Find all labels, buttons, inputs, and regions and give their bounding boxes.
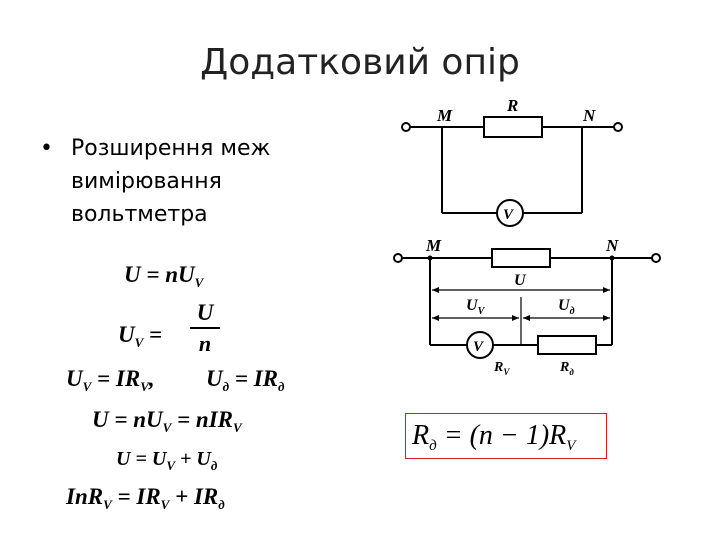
label-r-1: R	[506, 96, 518, 115]
terminal-right-2	[651, 253, 661, 263]
slide-title: Додатковий опір	[200, 42, 520, 83]
resistor-r	[483, 116, 543, 138]
formula-total-voltage: U = nUV	[124, 262, 204, 290]
formula-meter-voltage: UV =	[118, 322, 163, 350]
bullet-line-3: вольтметра	[71, 202, 208, 227]
formula-total-expanded: U = nUV = nIRV	[92, 407, 242, 435]
label-m-2: M	[425, 236, 442, 255]
bullet-line-1: Розширення меж	[71, 136, 271, 161]
resistor-main	[491, 248, 551, 268]
resistor-extra	[537, 335, 597, 355]
label-v-1: V	[503, 207, 515, 223]
bullet-item: • Розширення меж вимірювання вольтметра	[40, 132, 340, 231]
formula-ohm-extra: Uд = IRд	[206, 366, 285, 394]
formula-current-sum: InRV = IRV + IRд	[66, 484, 225, 512]
circuit-1	[401, 116, 623, 227]
terminal-left-2	[393, 253, 403, 263]
label-n-1: N	[582, 106, 596, 125]
terminal-right	[613, 122, 623, 132]
circuit-2	[393, 248, 661, 359]
label-v-2: V	[473, 339, 485, 355]
label-r-extra: Rд	[559, 360, 574, 377]
label-u-total: U	[514, 272, 527, 289]
label-u-meter: UV	[466, 297, 486, 317]
terminal-left	[401, 122, 411, 132]
formula-voltage-sum: U = UV + Uд	[116, 448, 218, 473]
result-formula-box: Rд = (n − 1)RV	[405, 413, 607, 459]
label-n-2: N	[605, 236, 619, 255]
bullet-dot: •	[40, 136, 53, 161]
formula-ohm-meter: UV = IRV,	[66, 366, 155, 394]
label-r-meter: RV	[493, 360, 510, 377]
label-m-1: M	[436, 106, 453, 125]
bullet-line-2: вимірювання	[71, 169, 222, 194]
fraction-u-over-n: U n	[190, 300, 220, 357]
label-u-extra: Uд	[558, 297, 575, 317]
